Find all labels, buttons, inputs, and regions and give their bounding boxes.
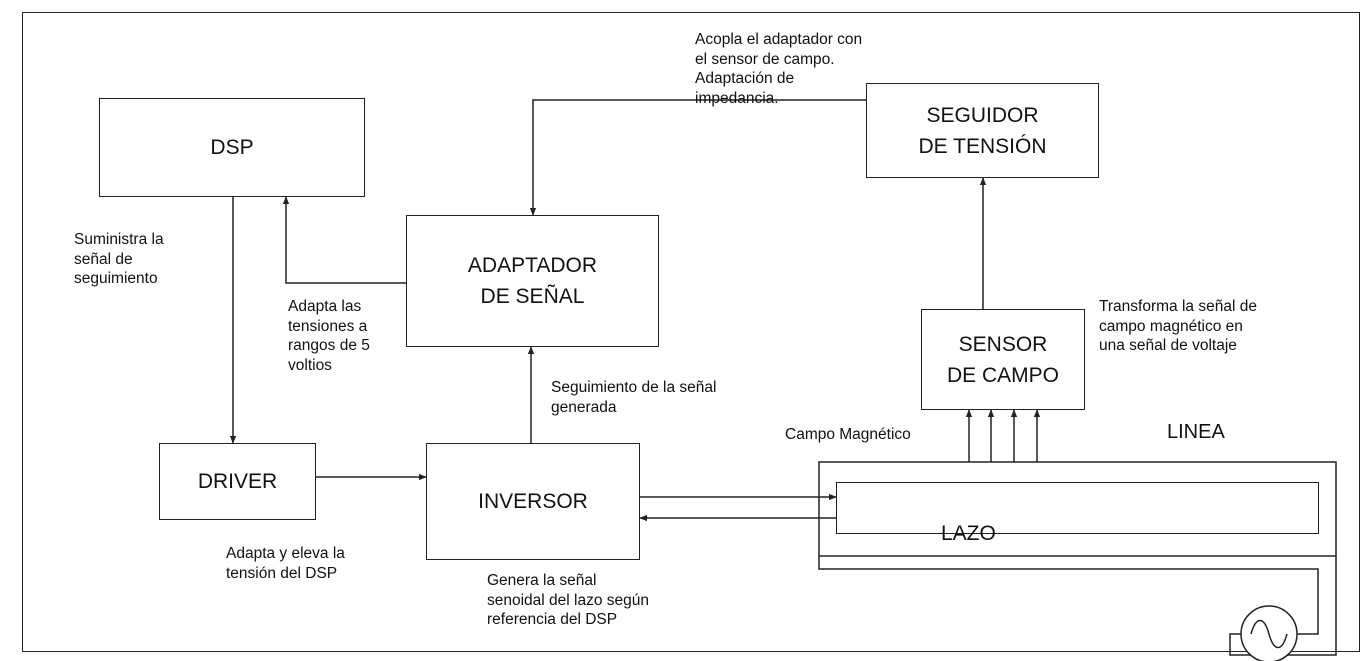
sensor-label: SENSOR DE CAMPO xyxy=(946,332,1059,387)
note-genera: Genera la señal senoidal del lazo según … xyxy=(487,572,650,628)
line-return-wire xyxy=(1229,556,1337,656)
line-wire-to-source xyxy=(818,556,1319,635)
note-transforma: Transforma la señal de campo magnético e… xyxy=(1099,298,1257,354)
sensor-block: SENSOR DE CAMPO xyxy=(921,309,1085,410)
note-seguimiento: Seguimiento de la señal generada xyxy=(551,379,717,416)
note-suministra: Suministra la señal de seguimiento xyxy=(74,231,164,287)
ac-source-icon xyxy=(1240,605,1298,661)
seguidor-label: SEGUIDOR DE TENSIÓN xyxy=(918,103,1047,158)
note-acopla: Acopla el adaptador con el sensor de cam… xyxy=(695,31,863,107)
arrow-seguidor-to-adaptador xyxy=(529,99,866,216)
adaptador-block: ADAPTADOR DE SEÑAL xyxy=(406,215,659,347)
linea-outer-box xyxy=(818,461,1337,557)
linea-label: LINEA xyxy=(1167,421,1225,443)
driver-block: DRIVER xyxy=(159,443,316,520)
driver-label: DRIVER xyxy=(197,470,278,493)
note-campo-magnetico: Campo Magnético xyxy=(785,426,911,443)
dsp-label: DSP xyxy=(210,136,254,159)
arrow-adaptador-to-dsp xyxy=(282,196,406,284)
seguidor-block: SEGUIDOR DE TENSIÓN xyxy=(866,83,1099,178)
adaptador-label: ADAPTADOR DE SEÑAL xyxy=(467,254,598,308)
dsp-block: DSP xyxy=(99,98,365,197)
note-adapta-tensiones: Adapta las tensiones a rangos de 5 volti… xyxy=(288,298,370,374)
lazo-label: LAZO xyxy=(941,522,996,545)
lazo-block: LAZO xyxy=(836,482,1319,545)
note-adapta-eleva: Adapta y eleva la tensión del DSP xyxy=(226,545,345,582)
diagram-frame xyxy=(22,12,1360,652)
inversor-label: INVERSOR xyxy=(478,490,588,513)
inversor-block: INVERSOR xyxy=(426,443,640,560)
